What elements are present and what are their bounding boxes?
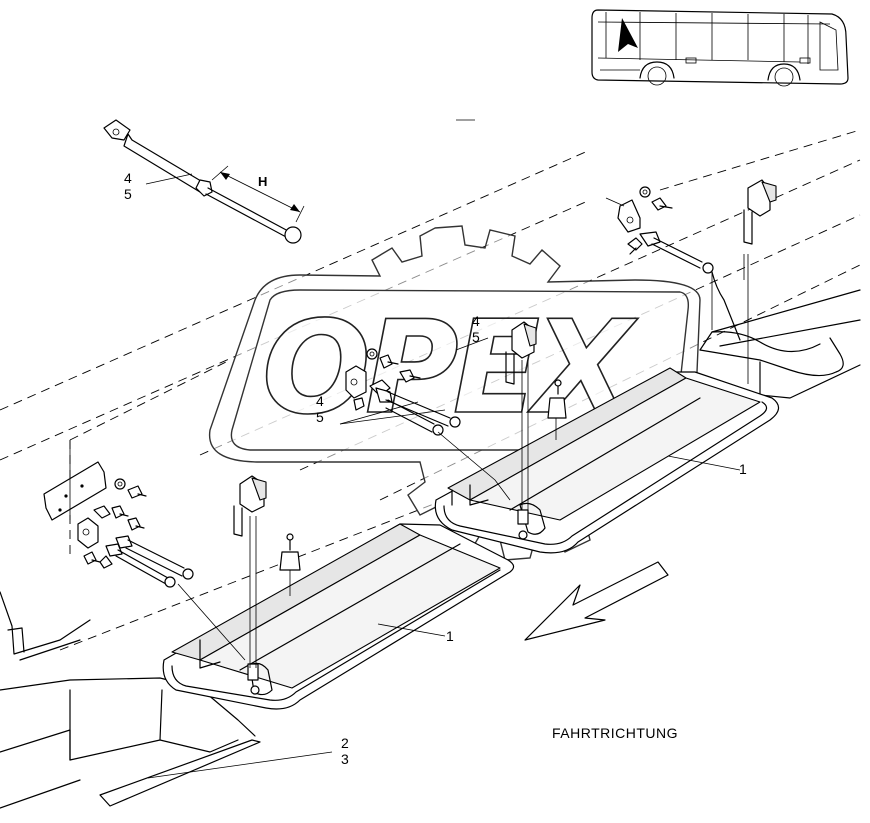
roof-structure-right — [699, 289, 861, 399]
roof-flap-right — [434, 367, 780, 554]
hinge-assembly-right — [605, 179, 777, 384]
part-labels: 4 5 H 4 5 4 5 1 1 2 3 FAHRTRICHTUNG — [124, 170, 747, 767]
label-flap-1-right: 1 — [739, 461, 747, 477]
hinge-assembly-middle — [345, 321, 567, 510]
label-gas-spring-5-left: 5 — [316, 409, 324, 425]
roof-flap-left — [162, 523, 515, 710]
gas-spring-detail — [103, 119, 305, 244]
label-dimension-h: H — [258, 174, 267, 189]
label-seal-2: 2 — [341, 735, 349, 751]
label-gas-spring-4-mid: 4 — [472, 313, 480, 329]
label-gas-spring-4-left: 4 — [316, 393, 324, 409]
hinge-assembly-left — [43, 440, 301, 668]
caption-direction: FAHRTRICHTUNG — [552, 725, 678, 741]
label-gas-spring-5-top: 5 — [124, 186, 132, 202]
direction-arrow-icon — [524, 561, 669, 641]
label-flap-1-left: 1 — [446, 628, 454, 644]
position-arrow-icon — [618, 18, 638, 52]
label-gas-spring-4-top: 4 — [124, 170, 132, 186]
label-gas-spring-5-mid: 5 — [472, 329, 480, 345]
leader-lines — [147, 337, 741, 779]
label-seal-3: 3 — [341, 751, 349, 767]
bus-thumbnail — [563, 0, 870, 96]
